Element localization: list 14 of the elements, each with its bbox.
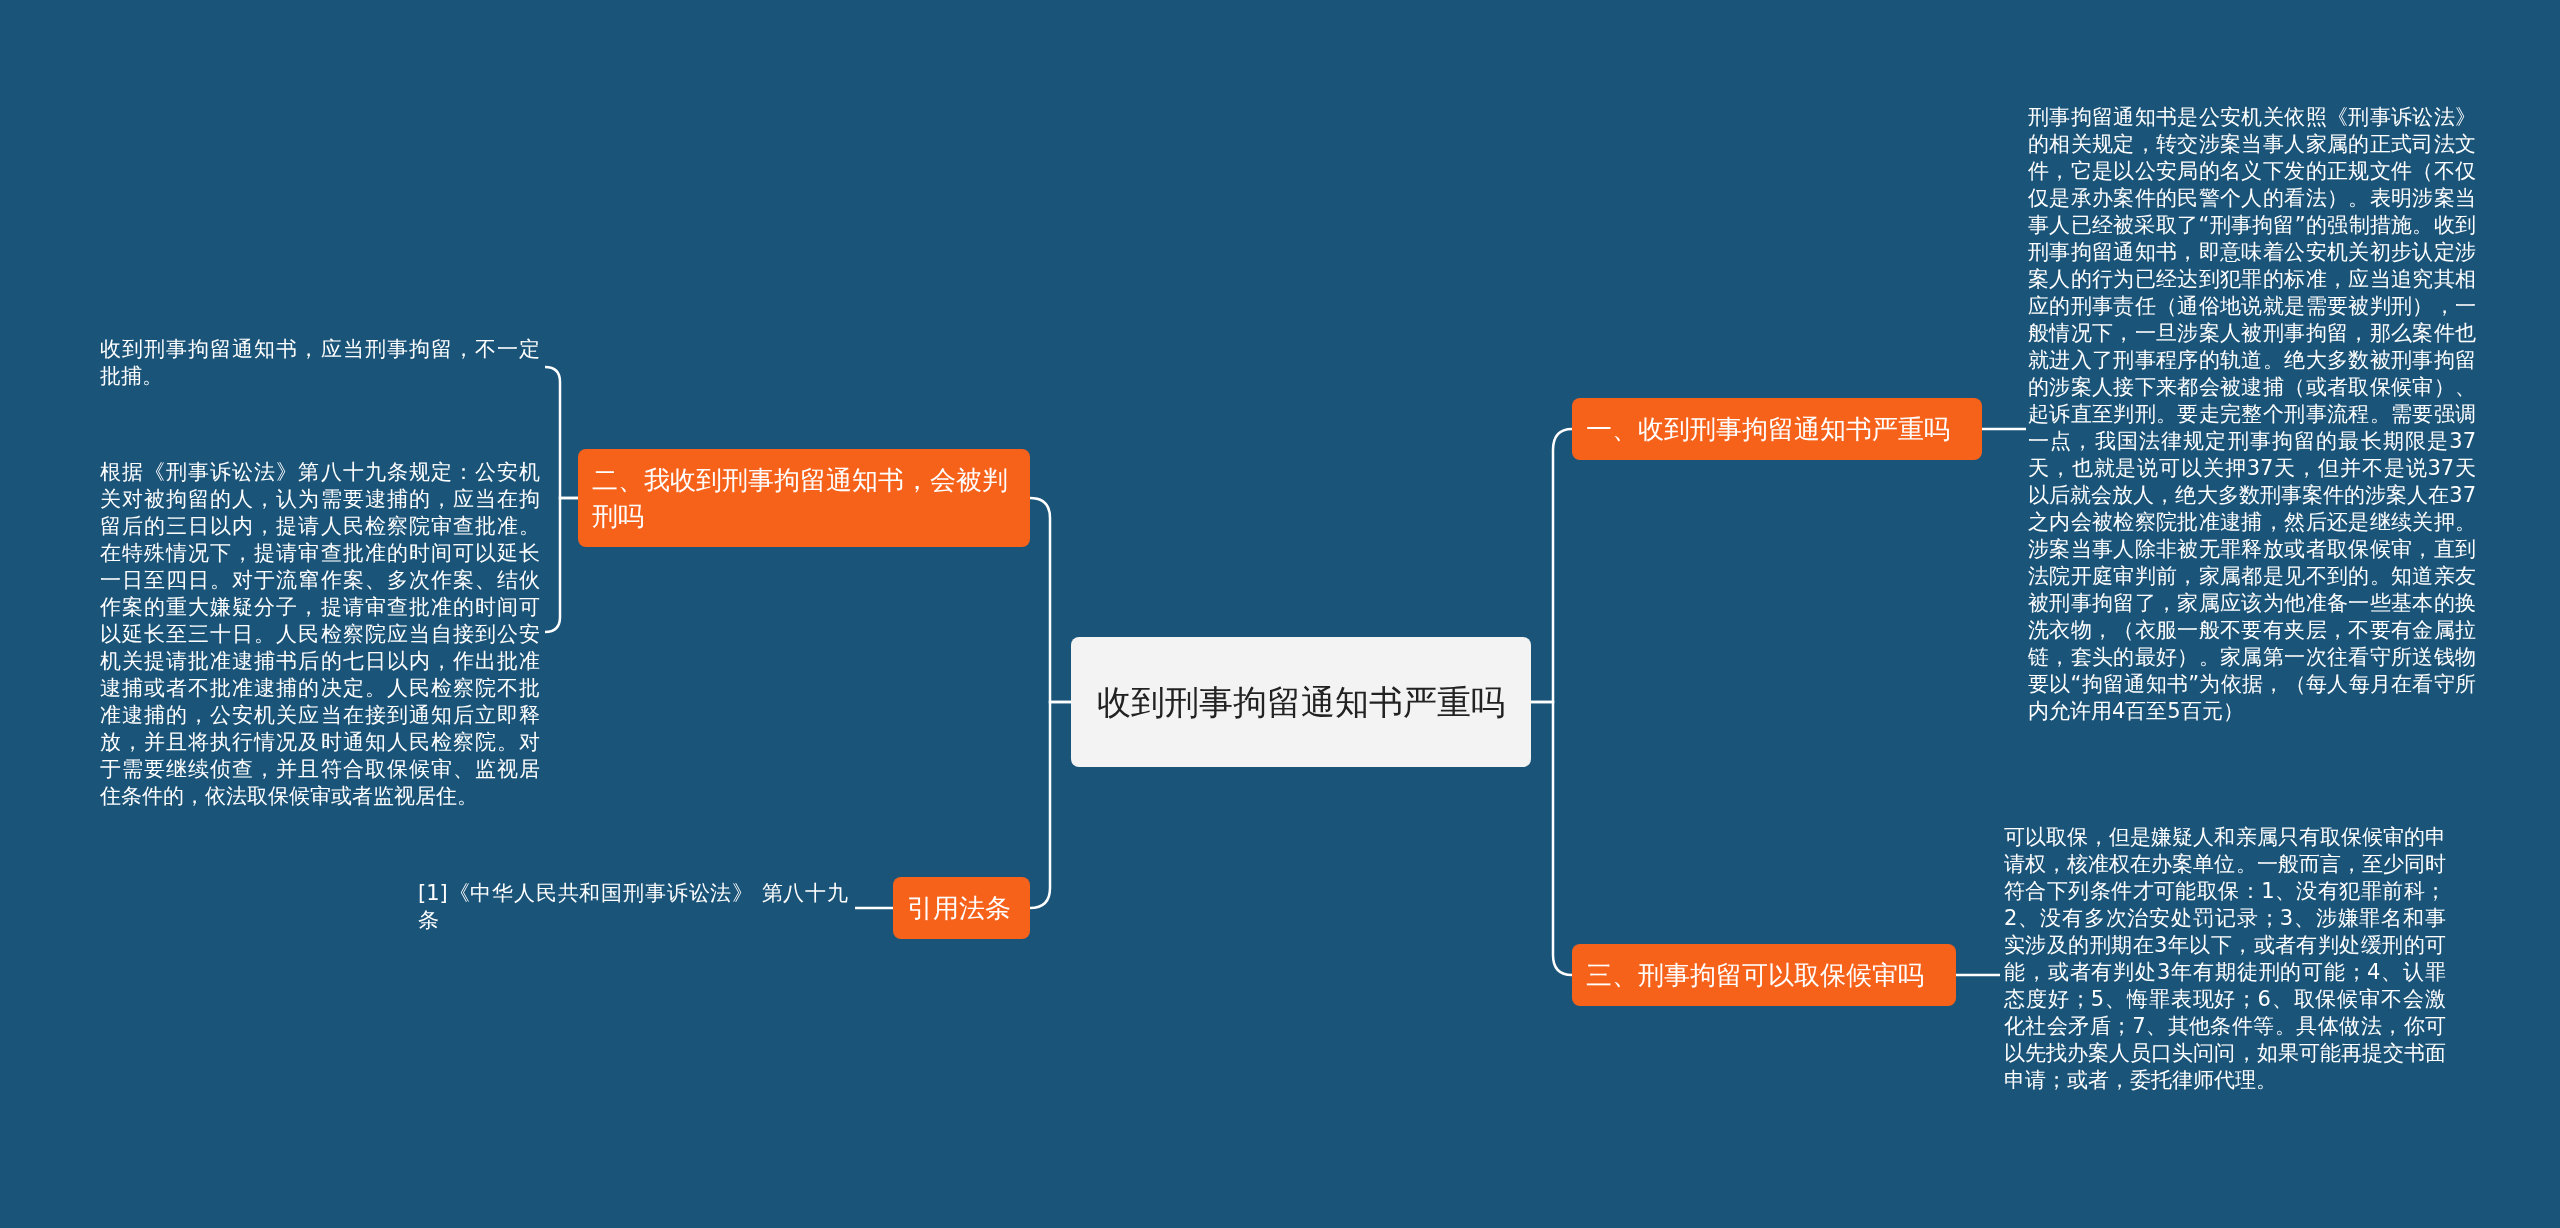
note-text: 刑事拘留通知书是公安机关依照《刑事诉讼法》的相关规定，转交涉案当事人家属的正式司法文件，它是以公安局的名义下发的正规文件（不仅仅是承办案件的民警个人的看法）。表明涉案当事人已经被采取了“刑事拘留”的强制措施。收到刑事拘留通知书，即意味着公安机关初步认定涉案人的行为已经达到犯罪的标准，应当追究其相应的刑事责任（通俗地说就是需要被判刑），一般情况下，一旦涉案人被刑事拘留，那么案件也就进入了刑事程序的轨道。绝大多数被刑事拘留的涉案人接下来都会被逮捕（或者取保候审）、起诉直至判刑。要走完整个刑事流程。需要强调一点，我国法律规定刑事拘留的最长期限是37天，也就是说可以关押37天，但并不是说37天以后就会放人，绝大多数刑事案件的涉案人在37之内会被检察院批准逮捕，然后还是继续关押。涉案当事人除非被无罪释放或者取保候审，直到法院开庭审判前，家属都是见不到的。知道亲友被刑事拘留了，家属应该为他准备一些基本的换洗衣物，（衣服一般不要有夹层，不要有金属拉链，套头的最好）。家属第一次往看守所送钱物要以“拘留通知书”为依据，（每人每月在看守所内允许用4百至5百元） bbox=[2028, 104, 2476, 725]
note-text: 收到刑事拘留通知书，应当刑事拘留，不一定批捕。 bbox=[100, 336, 540, 390]
note-text: 可以取保，但是嫌疑人和亲属只有取保候审的申请权，核准权在办案单位。一般而言，至少同时符合下列条件才可能取保：1、没有犯罪前科；2、没有多次治安处罚记录；3、涉嫌罪名和事实涉及的刑期在3年以下，或者有判处缓刑的可能，或者有判处3年有期徒刑的可能；4、认罪态度好；5、悔罪表现好；6、取保候审不会激化社会矛盾；7、其他条件等。具体做法，你可以先找办案人员口头问问，如果可能再提交书面申请；或者，委托律师代理。 bbox=[2004, 824, 2446, 1094]
note-text: 根据《刑事诉讼法》第八十九条规定：公安机关对被拘留的人，认为需要逮捕的，应当在拘留后的三日以内，提请人民检察院审查批准。在特殊情况下，提请审查批准的时间可以延长一日至四日。对于流窜作案、多次作案、结伙作案的重大嫌疑分子，提请审查批准的时间可以延长至三十日。人民检察院应当自接到公安机关提请批准逮捕书后的七日以内，作出批准逮捕或者不批准逮捕的决定。人民检察院不批准逮捕的，公安机关应当在接到通知后立即释放，并且将执行情况及时通知人民检察院。对于需要继续侦查，并且符合取保候审、监视居住条件的，依法取保候审或者监视居住。 bbox=[100, 459, 540, 810]
topic-box: 二、我收到刑事拘留通知书，会被判刑吗 bbox=[578, 449, 1030, 547]
connector-line bbox=[1982, 427, 2026, 431]
connector-line bbox=[855, 906, 893, 910]
topic-box: 引用法条 bbox=[893, 877, 1030, 939]
central-topic-box: 收到刑事拘留通知书严重吗 bbox=[1071, 637, 1531, 767]
topic-box: 一、收到刑事拘留通知书严重吗 bbox=[1572, 398, 1982, 460]
topic-box: 三、刑事拘留可以取保候审吗 bbox=[1572, 944, 1956, 1006]
connector-line bbox=[1956, 973, 2000, 977]
connector-line bbox=[544, 496, 578, 634]
note-text: [1]《中华人民共和国刑事诉讼法》 第八十九条 bbox=[418, 880, 848, 934]
